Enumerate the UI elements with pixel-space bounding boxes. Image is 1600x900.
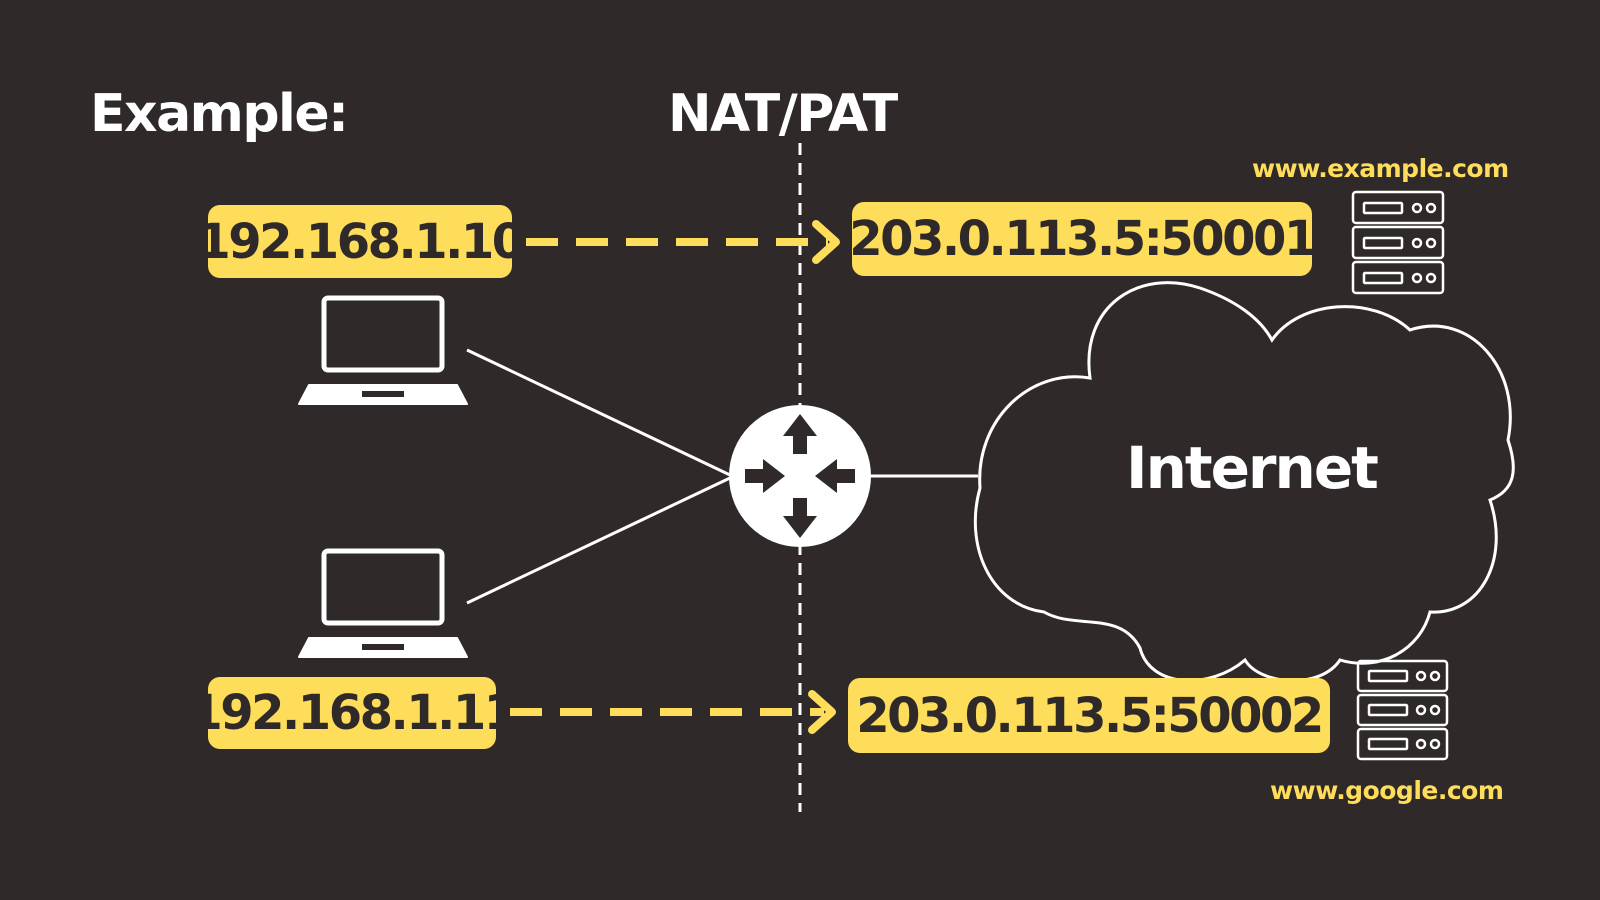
server-icon xyxy=(1351,190,1445,295)
laptop-icon xyxy=(298,295,468,405)
laptop-icon xyxy=(298,548,468,658)
dashed-arrow-icon xyxy=(510,690,836,734)
nat-label: NAT/PAT xyxy=(668,84,898,144)
server-icon xyxy=(1356,659,1449,761)
link-laptop2-router xyxy=(466,476,731,605)
public-mapping-pill: 203.0.113.5:50002 xyxy=(848,678,1330,753)
dashed-arrow-icon xyxy=(526,220,840,264)
private-ip-pill: 192.168.1.10 xyxy=(197,205,525,278)
example-label: Example: xyxy=(90,84,349,144)
destination-label: www.example.com xyxy=(1252,154,1509,183)
internet-label: Internet xyxy=(1126,434,1379,502)
destination-label: www.google.com xyxy=(1270,776,1504,805)
cloud-icon xyxy=(973,281,1515,683)
private-ip-pill: 192.168.1.11 xyxy=(189,677,517,749)
router-icon xyxy=(729,405,871,547)
link-laptop1-router xyxy=(466,348,731,477)
public-mapping-pill: 203.0.113.5:50001 xyxy=(849,202,1317,276)
